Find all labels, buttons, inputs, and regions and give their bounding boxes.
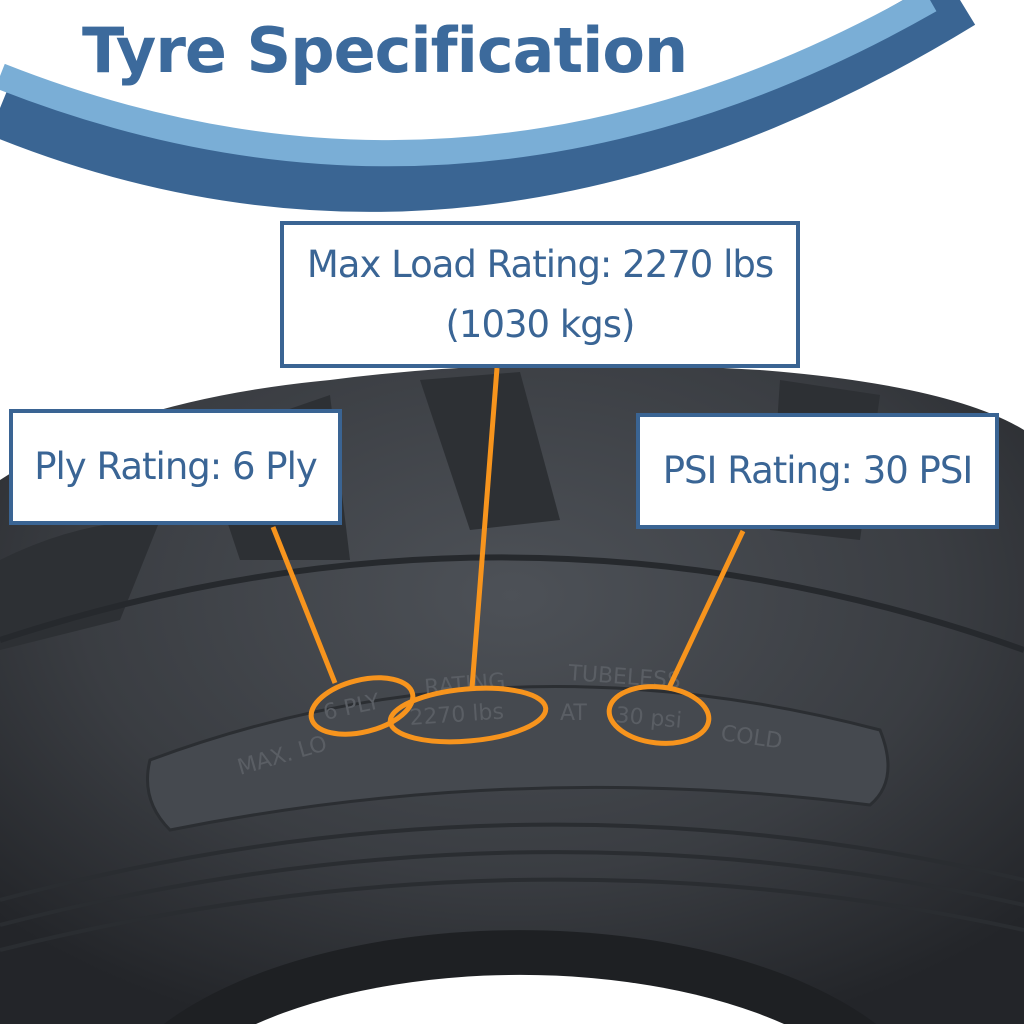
marking-psi: 30 psi — [614, 703, 682, 734]
ply-highlight-ellipse — [308, 675, 416, 737]
marking-at: AT — [560, 701, 587, 726]
ply-rating-callout: Ply Rating: 6 Ply — [9, 409, 342, 525]
ply-leader-line — [270, 526, 338, 684]
psi-leader-line — [665, 529, 746, 692]
psi-highlight-ellipse — [606, 684, 712, 746]
header-arc-dark — [0, 0, 976, 212]
load-leader-line — [469, 367, 500, 689]
page-title: Tyre Specification — [82, 14, 688, 87]
psi-rating-label: PSI Rating: 30 PSI — [662, 449, 974, 492]
max-load-kg-label: (1030 kgs) — [445, 302, 636, 346]
max-load-callout: Max Load Rating: 2270 lbs (1030 kgs) — [280, 221, 800, 368]
psi-rating-callout: PSI Rating: 30 PSI — [636, 413, 999, 529]
max-load-label: Max Load Rating: 2270 lbs — [306, 242, 774, 286]
ply-rating-label: Ply Rating: 6 Ply — [34, 445, 318, 488]
load-highlight-ellipse — [387, 685, 549, 745]
header-arc-light — [0, 0, 937, 167]
